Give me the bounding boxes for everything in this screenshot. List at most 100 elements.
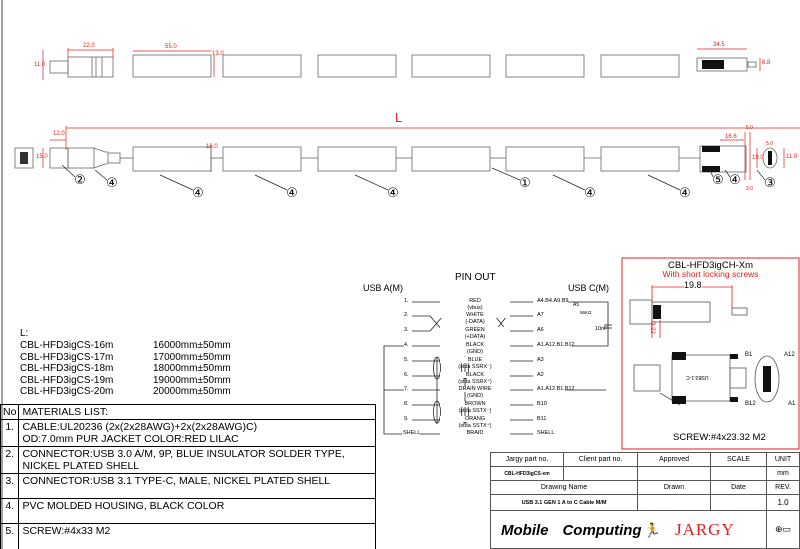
mobile-logo: Mobile [501, 521, 549, 539]
part-balloon: ④ [679, 186, 691, 201]
approved-value [637, 466, 711, 481]
drawing-name-label: Drawing Name [490, 480, 638, 495]
material-no: 5. [0, 523, 20, 549]
pin-c: B10 [537, 401, 547, 407]
runner-icon: 🏃 [643, 521, 661, 538]
wire-color: BRAID [440, 430, 510, 436]
revision: 1.0 [766, 494, 800, 511]
wire-signal: (stda SSTX⁺) [458, 423, 492, 429]
rev-label: REV. [766, 480, 800, 495]
part-balloon: ④ [729, 173, 741, 188]
jargy-part-label: Jargy part no. [490, 452, 564, 467]
length-value: 20000mm±50mm [153, 386, 231, 397]
pin-c: A3 [537, 357, 544, 363]
material-row: 3.CONNECTOR:USB 3.1 TYPE-C, MALE, NICKEL… [0, 473, 376, 499]
pin-b1: B1 [745, 352, 753, 358]
dim-a-length: 22.0 [83, 43, 95, 49]
pin-a12: A12 [784, 352, 795, 358]
client-part-number [563, 466, 638, 481]
material-row: 5.SCREW:#4x33 M2 [0, 523, 376, 549]
dim-c-length: 34.5 [713, 42, 725, 48]
pin-a: SHELL [403, 430, 421, 436]
drawing-name: USB 3.1 GEN 1 A to C Cable M/M [490, 494, 638, 511]
material-desc: CONNECTOR:USB 3.1 TYPE-C, MALE, NICKEL P… [22, 475, 331, 487]
wire-signal: (stda SSRX⁺) [458, 379, 492, 385]
pin-c: SHELL [537, 430, 555, 436]
pin-a1: A1 [788, 401, 796, 407]
wire-color: GREEN [440, 327, 510, 333]
dim-c-width: 19.0 [752, 155, 764, 161]
part-balloon: ④ [192, 186, 204, 201]
wire-signal: (stda SSTX⁻) [458, 408, 492, 414]
material-desc: SCREW:#4x33 M2 [22, 525, 111, 537]
dim-segment-height: 13.0 [212, 51, 224, 57]
dim-segment-length: 55.0 [165, 44, 177, 50]
material-desc-2: NICKEL PLATED SHELL [22, 460, 140, 472]
wire-color: ORANG [440, 416, 510, 422]
length-model: CBL-HFD3igCS-16m [20, 340, 114, 351]
length-value: 16000mm±50mm [153, 340, 231, 351]
pin-c: A1.A12.B1.B12 [537, 342, 575, 348]
dim-c-gap2: 3.0 [746, 186, 753, 192]
scale-value [710, 466, 767, 481]
dim-c-gap: 5.0 [746, 125, 753, 131]
pin-a: 3. [404, 327, 409, 333]
usb-c-label: USB C(M) [568, 283, 609, 293]
dim-a-height: 11.0 [34, 62, 46, 68]
drawn-value [637, 494, 711, 511]
part-balloon: ④ [106, 176, 118, 191]
usb-a-label: USB A(M) [363, 283, 404, 293]
dim-c-face: 11.0 [786, 154, 798, 160]
material-no: 2. [0, 446, 20, 474]
part-balloon: ① [519, 176, 531, 191]
dim-c-offset: 16.6 [725, 134, 737, 140]
drawn-label: Drawn [637, 480, 711, 495]
material-no: 3. [0, 473, 20, 499]
length-model: CBL-HFD3igCS-20m [20, 386, 114, 397]
material-desc: PVC MOLDED HOUSING, BLACK COLOR [22, 500, 225, 512]
length-value: 18000mm±50mm [153, 363, 231, 374]
wire-signal: (vbus) [467, 305, 483, 311]
inset-title: CBL-HFD3igCH-Xm [668, 260, 753, 271]
dim-a-width: 15.0 [36, 154, 48, 160]
dim-a-offset: 12.0 [53, 131, 65, 137]
material-no: 4. [0, 498, 20, 524]
unit-value: mm [766, 466, 800, 481]
date-value [710, 494, 767, 511]
wire-color: WHITE [440, 312, 510, 318]
material-desc-2: OD:7.0mm PUR JACKET COLOR:RED LILAC [22, 433, 239, 445]
length-model: CBL-HFD3igCS-19m [20, 374, 114, 386]
material-desc: CONNECTOR:USB 3.0 A/M, 9P, BLUE INSULATO… [22, 448, 345, 460]
part-balloon: ② [74, 173, 86, 188]
pin-c: B11 [537, 416, 547, 422]
connector-marking: USB3.1-C [686, 374, 709, 380]
part-balloon: ④ [387, 186, 399, 201]
wire-signal: (+DATA) [464, 334, 486, 340]
pin-a: 8. [404, 401, 409, 407]
wire-signal: (stda SSRX⁻) [458, 364, 492, 370]
wire-color: BROWN [440, 401, 510, 407]
wire-signal: (GND) [467, 349, 483, 355]
part-balloon: ⑤ [712, 173, 724, 188]
materials-header: MATERIALS LIST: [18, 404, 376, 420]
part-balloon: ③ [764, 176, 776, 191]
dim-c-height: 6.8 [762, 60, 771, 66]
inset-subtitle: With short locking screws [662, 269, 759, 279]
client-part-label: Client part no. [563, 452, 638, 467]
pin-a: 5. [404, 357, 409, 363]
pin-a: 1. [404, 298, 409, 304]
dim-c-spacing: 5.0 [766, 141, 773, 147]
resistor-label: A5 [573, 302, 580, 308]
wire-color: DRAIN WIRE [440, 386, 510, 392]
material-no: 1. [0, 419, 20, 447]
dim-L: L [395, 110, 403, 125]
date-label: Date [710, 480, 767, 495]
inset-dim-offset: 3.22 [648, 322, 655, 334]
inset-screw-note: SCREW:#4x23.32 M2 [673, 432, 766, 443]
wire-color: BLACK [440, 372, 510, 378]
pin-a: 4. [404, 342, 409, 348]
computing-logo: Computing [562, 521, 642, 539]
length-model: CBL-HFD3igCS-17m [20, 351, 114, 363]
